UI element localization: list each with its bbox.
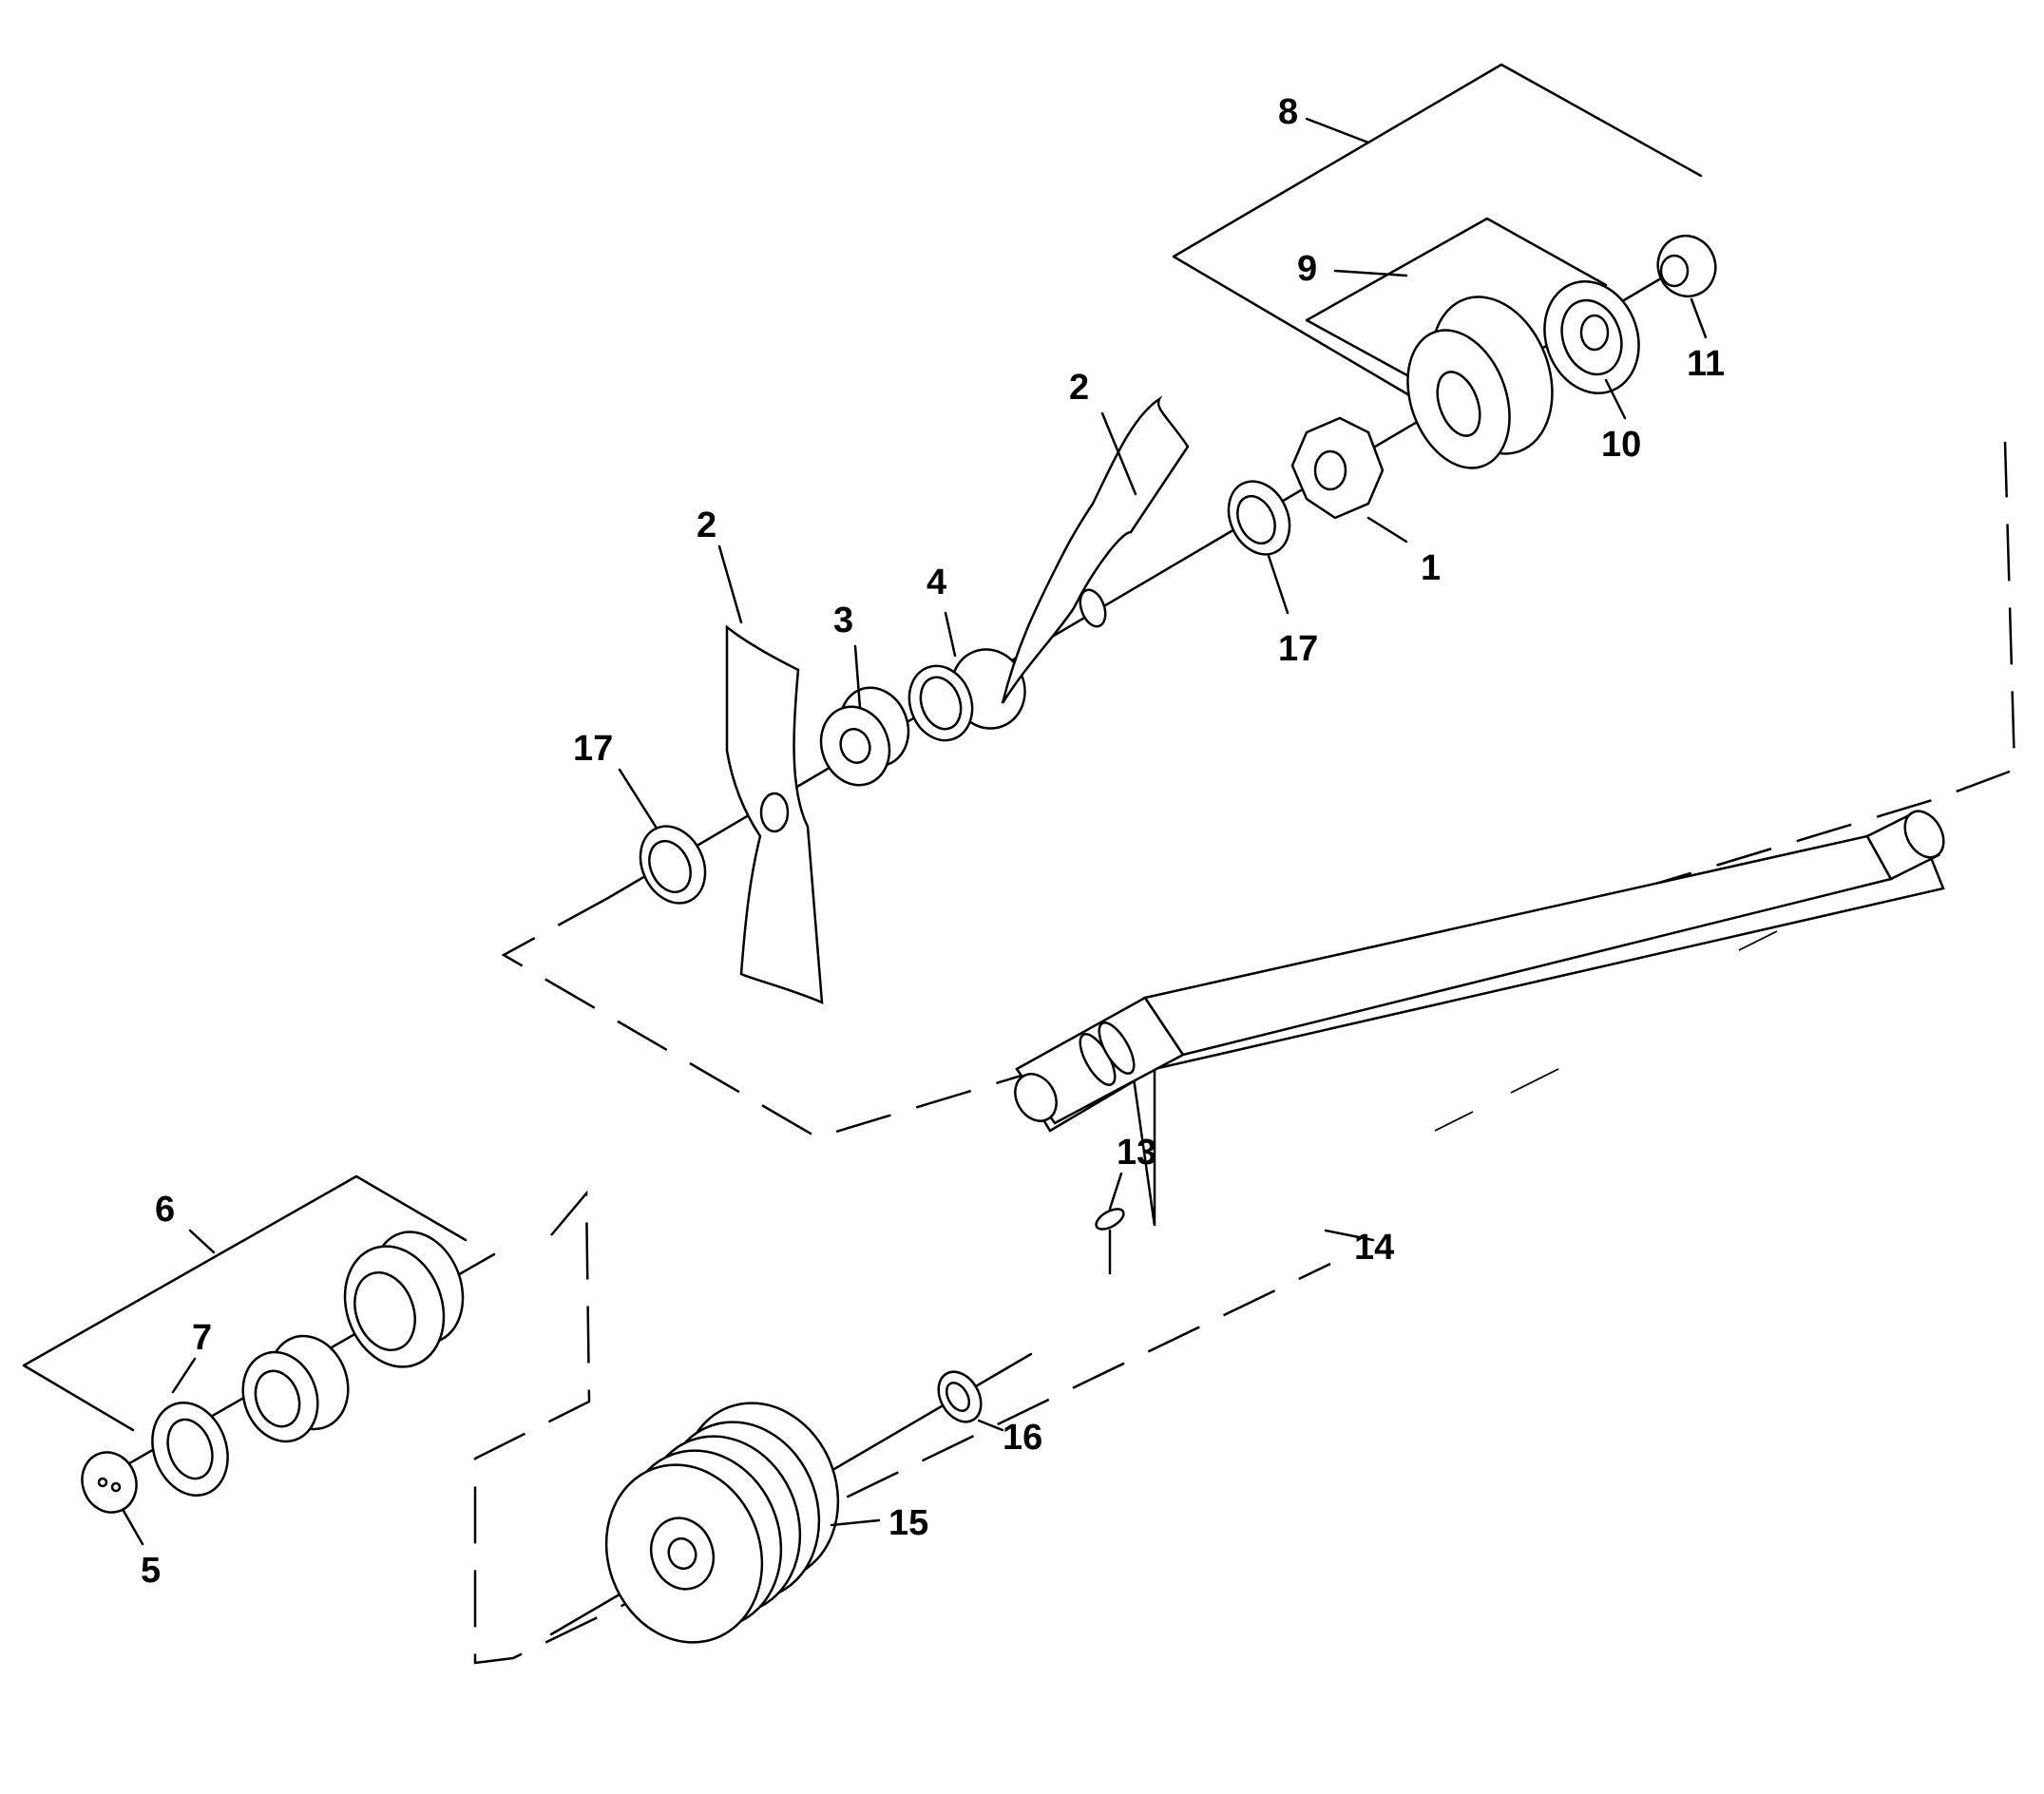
bushing-4 bbox=[907, 648, 1026, 742]
label-item-17-lower: 17 bbox=[573, 729, 613, 769]
lower-assembly-boundary bbox=[473, 1190, 1331, 1665]
label-item-5: 5 bbox=[141, 1551, 161, 1591]
snap-ring-16 bbox=[937, 1370, 983, 1423]
label-item-9: 9 bbox=[1297, 249, 1317, 289]
spacer-3 bbox=[819, 686, 910, 787]
nut-1 bbox=[1290, 416, 1385, 520]
label-item-4: 4 bbox=[926, 563, 946, 602]
label-item-2-upper: 2 bbox=[1069, 368, 1089, 408]
washer-17-upper bbox=[1227, 480, 1291, 556]
hub-6 bbox=[343, 1231, 465, 1368]
label-item-2-lower: 2 bbox=[697, 506, 716, 545]
snap-ring-11 bbox=[1656, 234, 1717, 298]
housing-8 bbox=[1406, 296, 1554, 469]
label-item-16: 16 bbox=[1003, 1418, 1042, 1458]
blade-2-lower bbox=[725, 624, 824, 1004]
bracket-6 bbox=[22, 1174, 468, 1432]
key-13 bbox=[1095, 1208, 1125, 1275]
bracket-8 bbox=[1172, 63, 1703, 401]
upper-assembly-boundary bbox=[501, 441, 2016, 1139]
label-item-11: 11 bbox=[1687, 344, 1725, 384]
label-item-13: 13 bbox=[1117, 1133, 1156, 1173]
bearing-6 bbox=[241, 1334, 350, 1443]
label-item-7: 7 bbox=[192, 1318, 212, 1358]
label-item-8: 8 bbox=[1278, 92, 1298, 132]
label-item-17-upper: 17 bbox=[1278, 629, 1318, 669]
label-item-1: 1 bbox=[1421, 548, 1441, 588]
label-item-10: 10 bbox=[1601, 425, 1641, 465]
leader-lines bbox=[122, 117, 1708, 1546]
label-item-14: 14 bbox=[1354, 1228, 1394, 1268]
washer-7 bbox=[151, 1402, 229, 1497]
label-item-6: 6 bbox=[155, 1190, 175, 1230]
washer-17-lower bbox=[639, 825, 707, 905]
blade-2-upper bbox=[1001, 395, 1190, 704]
bracket-9 bbox=[1305, 217, 1608, 382]
bearing-10 bbox=[1543, 280, 1640, 394]
nut-5 bbox=[81, 1451, 138, 1514]
label-item-3: 3 bbox=[833, 601, 853, 640]
pulley-15 bbox=[604, 1402, 840, 1644]
label-item-15: 15 bbox=[888, 1503, 928, 1543]
shaft-14 bbox=[1014, 810, 1945, 1227]
